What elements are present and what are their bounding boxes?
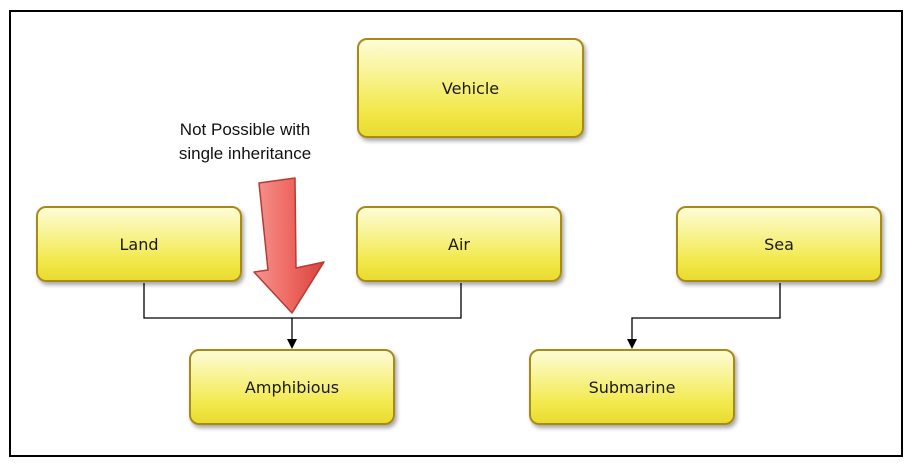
inheritance-note-line2: single inheritance [178,144,312,163]
node-land: Land [36,206,242,282]
node-vehicle: Vehicle [357,38,584,138]
callout-arrow-icon [253,177,325,314]
node-amphibious-label: Amphibious [244,377,340,397]
connector-air-to-amphibious [291,283,462,340]
node-sea: Sea [676,206,882,282]
node-land-label: Land [119,234,159,254]
node-amphibious: Amphibious [189,349,395,425]
connector-land-to-amphibious [143,283,292,319]
node-submarine-label: Submarine [588,377,676,397]
node-sea-label: Sea [764,234,794,254]
arrowhead-submarine [627,339,637,349]
arrowhead-amphibious [287,339,297,349]
inheritance-note-line1: Not Possible with [179,120,311,139]
node-air: Air [356,206,562,282]
connector-sea-to-submarine [631,283,781,340]
node-submarine: Submarine [529,349,735,425]
inheritance-note: Not Possible with single inheritance [150,118,340,166]
node-air-label: Air [448,234,470,254]
node-vehicle-label: Vehicle [441,78,500,98]
